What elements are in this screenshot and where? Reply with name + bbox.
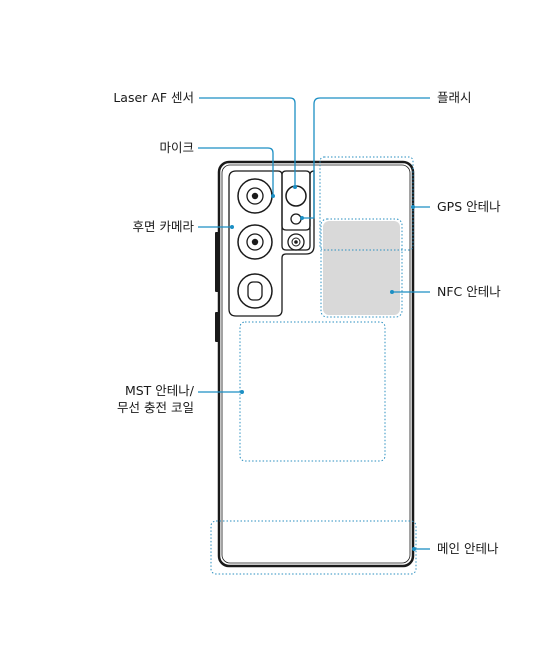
- lens-middle: [237, 224, 273, 260]
- nfc-antenna-region: [320, 218, 403, 318]
- camera-module-outline-small: [281, 170, 311, 231]
- leader-dot-mst: [240, 390, 244, 394]
- leader-laser-af: [199, 97, 296, 186]
- leader-dot-main: [412, 547, 416, 551]
- label-nfc: NFC 안테나: [437, 284, 501, 299]
- leader-dot-nfc: [390, 290, 394, 294]
- leader-dot-flash: [300, 216, 304, 220]
- leader-dot-camera: [230, 225, 234, 229]
- leader-flash: [302, 97, 430, 219]
- phone-inner-edge: [221, 164, 411, 564]
- lens-small: [287, 233, 305, 251]
- label-laser-af: Laser AF 센서: [113, 90, 194, 105]
- gps-antenna-region: [319, 156, 414, 251]
- volume-button: [215, 232, 219, 292]
- label-flash: 플래시: [437, 90, 472, 105]
- camera-module-outline: [228, 170, 315, 317]
- mst-coil-region: [239, 321, 386, 462]
- leader-dot-gps: [411, 205, 415, 209]
- nfc-region: [323, 221, 400, 315]
- leader-mic: [198, 147, 274, 196]
- label-main-antenna: 메인 안테나: [437, 541, 499, 556]
- leader-dot-laser: [293, 185, 297, 189]
- leader-dot-mic: [271, 194, 275, 198]
- label-mst-line1: MST 안테나/: [124, 383, 194, 398]
- lens-bottom-periscope: [237, 273, 273, 309]
- label-gps: GPS 안테나: [437, 199, 501, 214]
- main-antenna-region: [210, 520, 417, 575]
- label-mst-line2: 무선 충전 코일: [117, 400, 194, 415]
- side-key: [215, 312, 219, 342]
- label-mic: 마이크: [159, 140, 194, 155]
- label-rear-camera: 후면 카메라: [132, 219, 194, 234]
